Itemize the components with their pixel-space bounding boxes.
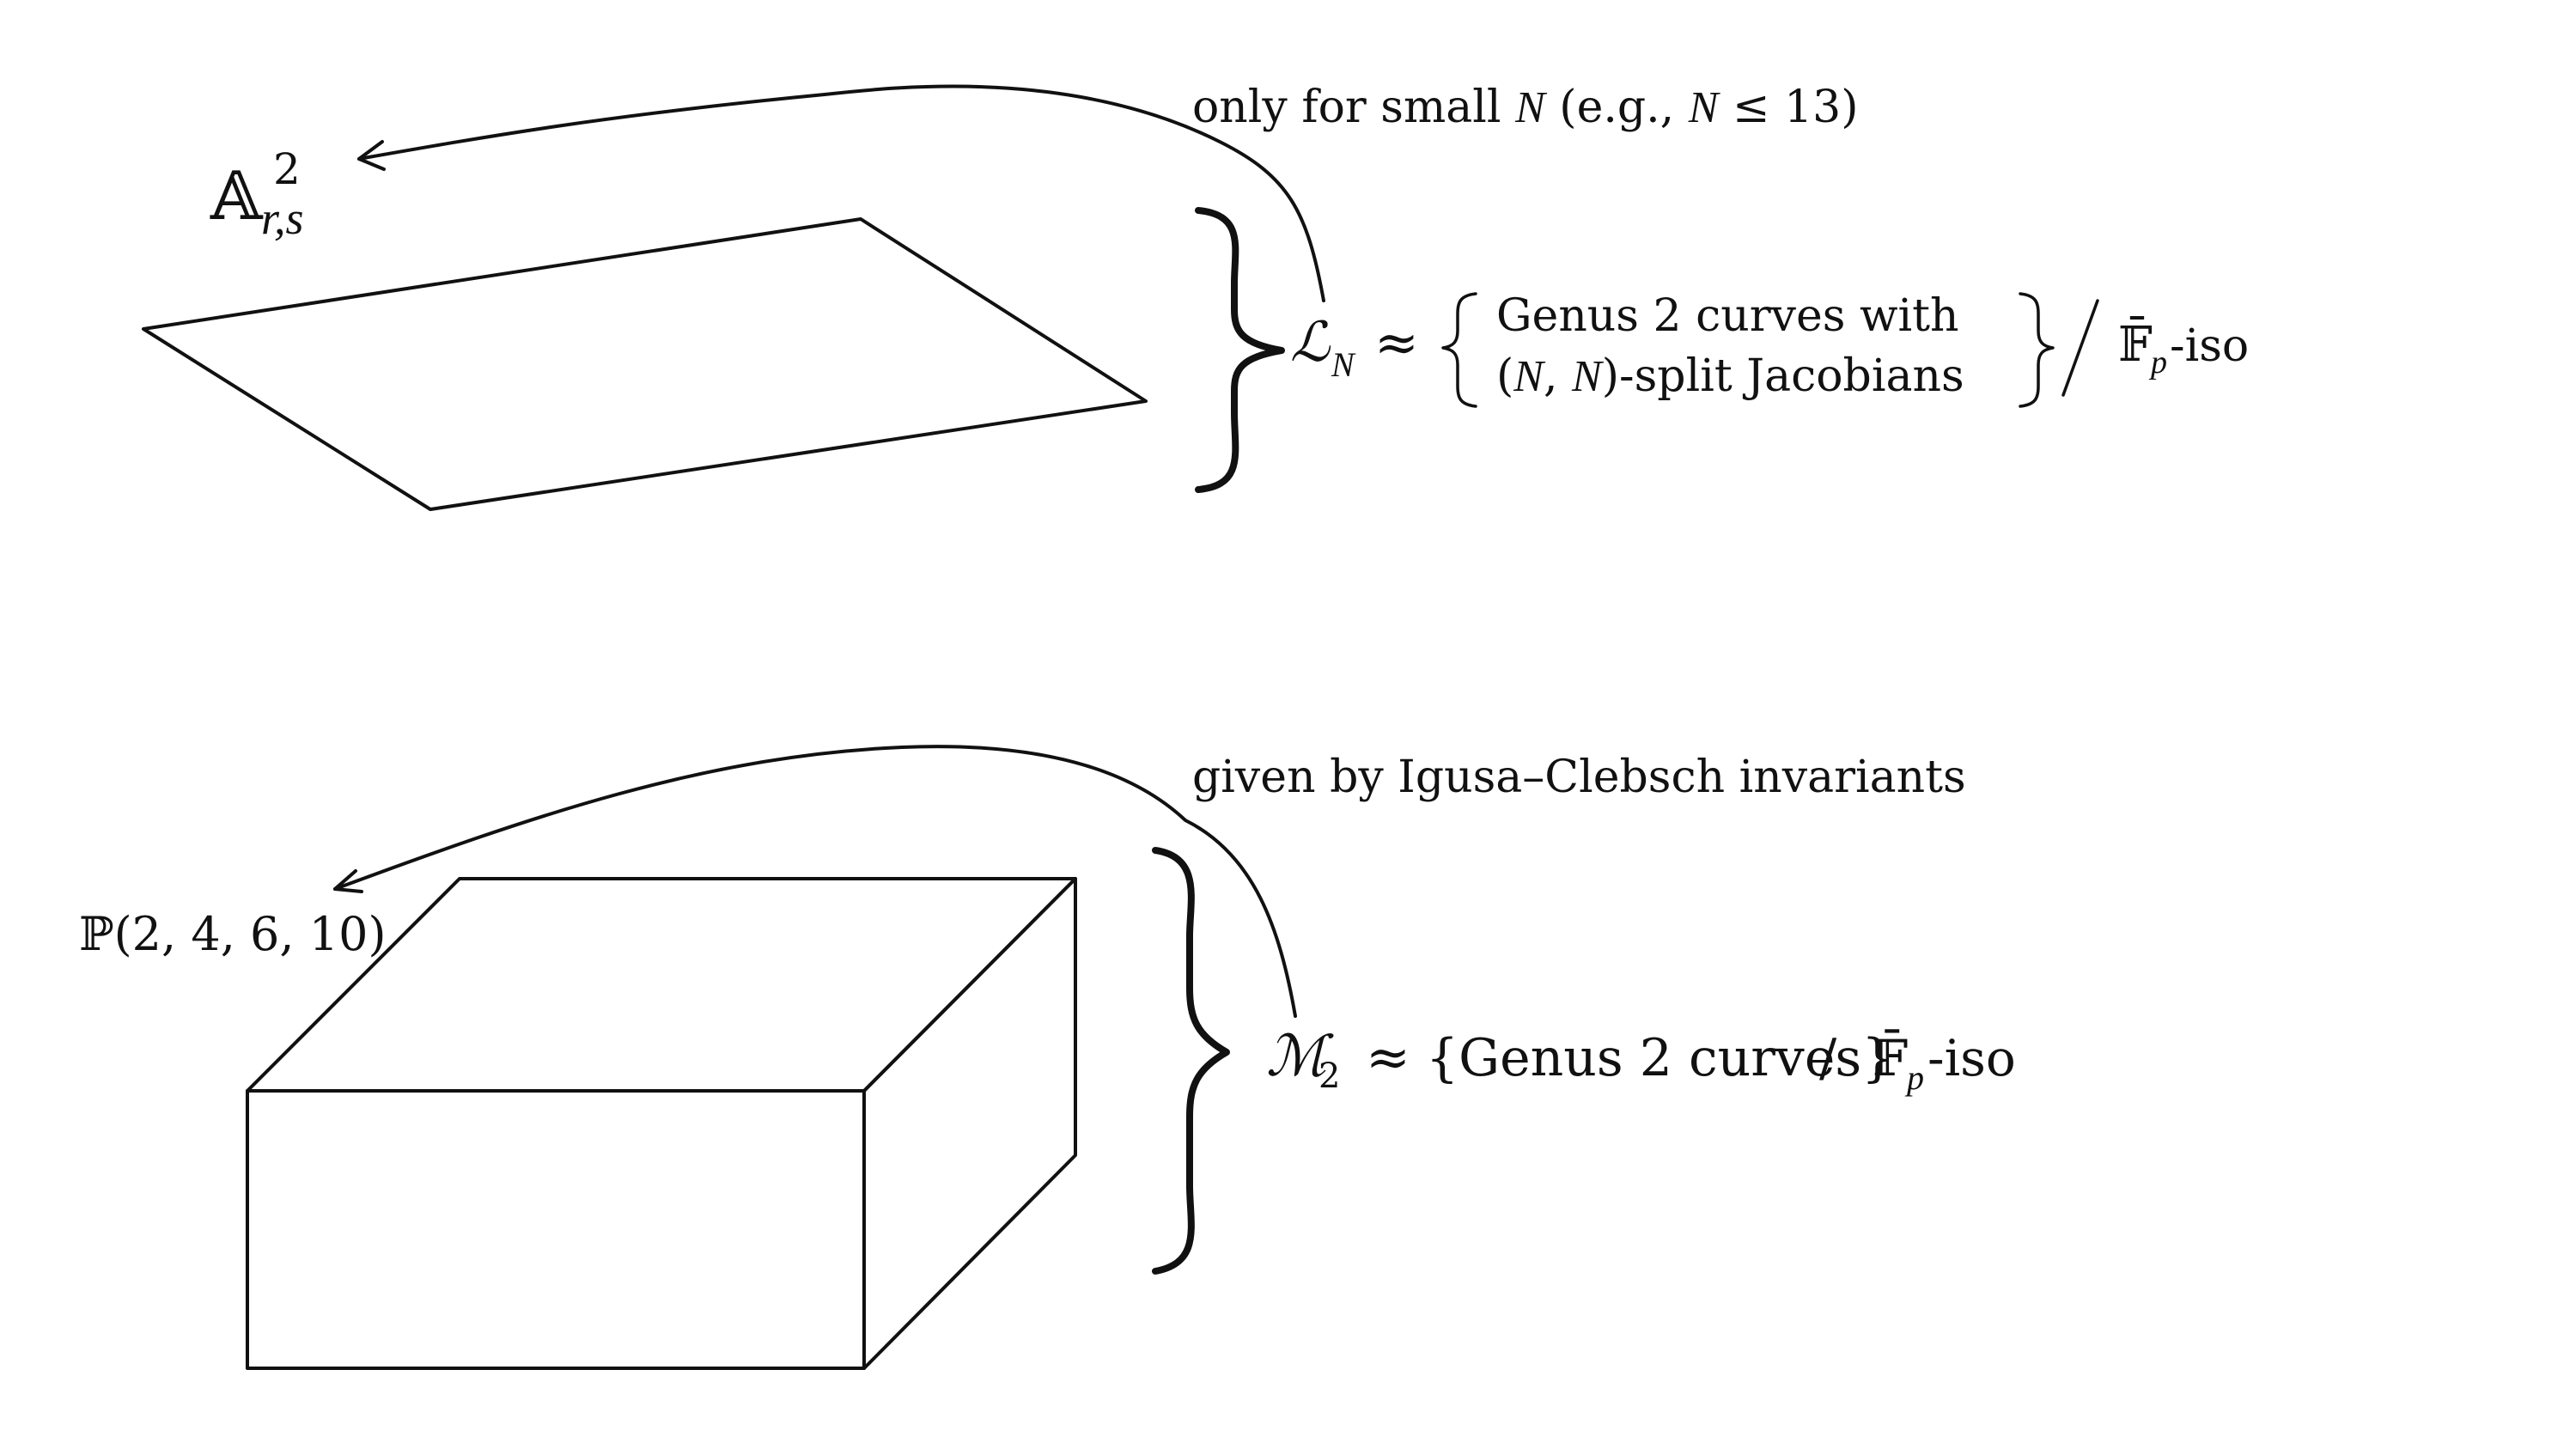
top-arrow-head xyxy=(357,140,386,171)
bottom-field-subscript: p xyxy=(1904,1058,1924,1097)
top-moduli-symbol: ℒ xyxy=(1290,312,1331,373)
affine-plane-superscript: 2 xyxy=(273,144,301,194)
weighted-projective-box xyxy=(246,877,1077,1370)
top-approx-symbol: ≈ xyxy=(1374,311,1419,374)
bottom-field-symbol: 𝔽̄ xyxy=(1873,1028,1908,1087)
bottom-arrow-head xyxy=(333,869,363,893)
top-field-symbol: 𝔽̄ xyxy=(2118,315,2153,373)
bottom-approx-symbol: ≈ xyxy=(1366,1026,1410,1088)
top-set-line-2: (N, N)-split Jacobians xyxy=(1496,350,1964,402)
bottom-iso-suffix: -iso xyxy=(1927,1029,2016,1087)
box-side-face xyxy=(862,877,1077,1370)
affine-plane-label: 𝔸 xyxy=(210,158,264,235)
bottom-arrow-caption: given by Igusa–Clebsch invariants xyxy=(1192,752,1966,803)
top-curved-arrow xyxy=(357,84,1325,302)
affine-plane-subscript: r,s xyxy=(261,192,304,244)
bottom-moduli-subscript: 2 xyxy=(1318,1056,1340,1096)
top-arrow-caption: only for small N (e.g., N ≤ 13) xyxy=(1192,82,1859,133)
bottom-curved-arrow xyxy=(333,745,1297,1018)
top-field-subscript: p xyxy=(2148,344,2167,381)
top-quotient-slash xyxy=(2061,299,2099,397)
top-iso-suffix: -iso xyxy=(2170,320,2249,372)
top-moduli-subscript: N xyxy=(1331,345,1356,384)
bottom-large-brace xyxy=(1152,847,1230,1275)
weighted-projective-label: ℙ(2, 4, 6, 10) xyxy=(79,907,387,961)
top-set-line-1: Genus 2 curves with xyxy=(1496,290,1958,342)
bottom-moduli-symbol: ℳ xyxy=(1266,1026,1334,1088)
box-front-face xyxy=(246,1089,866,1370)
bottom-quotient-slash: / xyxy=(1819,1028,1837,1088)
top-set-left-brace xyxy=(1441,292,1477,408)
top-set-right-brace xyxy=(2019,292,2055,408)
top-large-brace xyxy=(1195,207,1285,493)
affine-plane-parallelogram xyxy=(142,217,1148,511)
bottom-set-text: {Genus 2 curves} xyxy=(1426,1028,1894,1088)
